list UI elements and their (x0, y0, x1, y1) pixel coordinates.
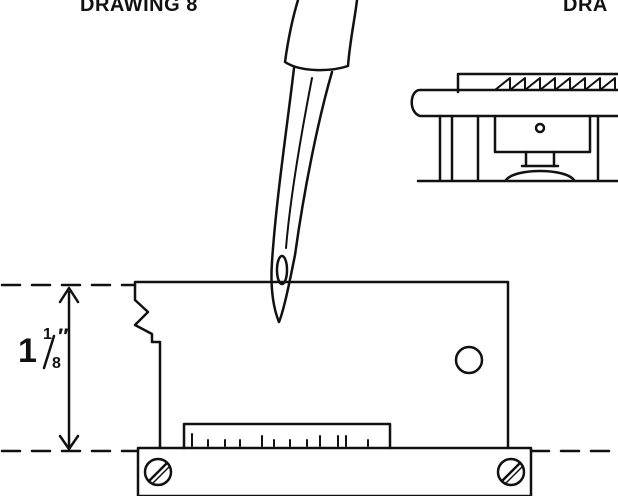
presser-assembly (410, 72, 618, 183)
dimension-guides (0, 283, 618, 453)
screw-right-icon (496, 457, 526, 487)
gauge-outline (133, 280, 510, 450)
dimension-inch-mark: ″ (58, 324, 69, 349)
gauge-hole (454, 345, 484, 375)
scale-ticks (191, 433, 369, 447)
left-support (438, 114, 454, 182)
presser-hole (534, 122, 546, 134)
gauge-plate (133, 280, 533, 496)
feed-dog-teeth (494, 77, 616, 91)
next-drawing-title: DRA (563, 0, 608, 16)
dimension-label: 1 1 8 ″ (18, 324, 69, 372)
needle-eye (275, 254, 289, 286)
arrow-head-top (58, 286, 80, 304)
throat-plate-bar (410, 88, 618, 118)
arrow-head-bottom (58, 434, 80, 451)
dimension-denominator: 8 (52, 355, 61, 372)
needle-clamp (283, 0, 359, 72)
presser-stem (524, 150, 556, 168)
presser-foot (504, 164, 576, 182)
drawing-8-title: DRAWING 8 (80, 0, 198, 16)
base-bar (136, 446, 533, 496)
needle (270, 0, 359, 324)
scale-strip (182, 422, 392, 450)
dimension-whole: 1 (18, 332, 37, 370)
needle-body (270, 66, 334, 324)
screw-left-icon (143, 457, 173, 487)
dimension-numerator: 1 (43, 326, 52, 343)
needle-highlight (285, 77, 313, 249)
inner-frame (476, 114, 592, 182)
